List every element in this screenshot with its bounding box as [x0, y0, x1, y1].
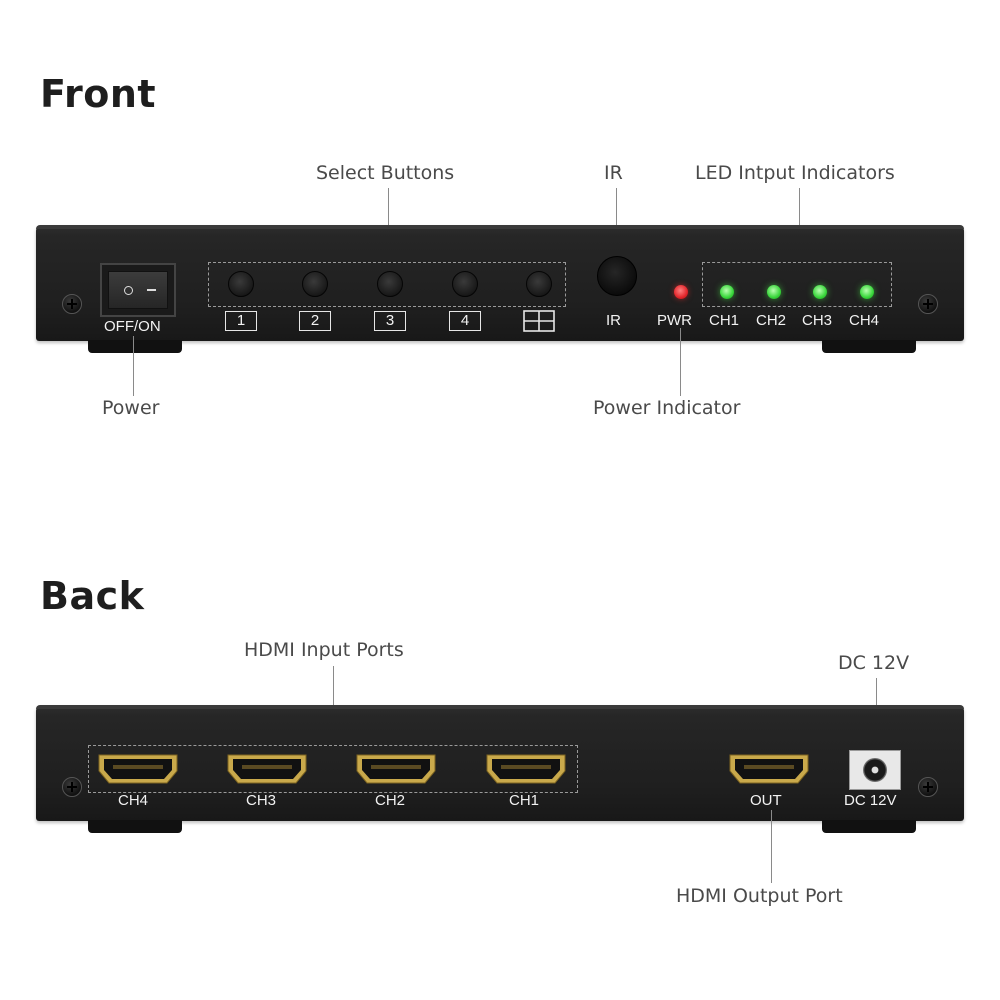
front-panel-top-edge — [36, 225, 964, 229]
hdmi-port-ch4-icon[interactable] — [97, 752, 179, 786]
select-button-4[interactable] — [452, 271, 478, 297]
on-symbol-icon — [147, 289, 156, 291]
select-button-2[interactable] — [302, 271, 328, 297]
dc-jack-hole-icon — [863, 758, 887, 782]
callout-hdmi-inputs: HDMI Input Ports — [244, 639, 404, 661]
back-foot-left — [88, 820, 182, 833]
callout-dc: DC 12V — [838, 652, 910, 674]
power-switch[interactable] — [100, 263, 176, 317]
input-label-ch3: CH3 — [246, 792, 277, 809]
select-button-3[interactable] — [377, 271, 403, 297]
input-label-ch4: CH4 — [118, 792, 149, 809]
button-label-4: 4 — [449, 311, 481, 331]
select-button-1[interactable] — [228, 271, 254, 297]
callout-line-power — [133, 336, 134, 396]
ch1-led — [720, 285, 734, 299]
switch-label: OFF/ON — [104, 318, 161, 335]
hdmi-port-ch1-icon[interactable] — [485, 752, 567, 786]
ch1-label: CH1 — [709, 312, 740, 329]
screw-icon — [62, 294, 82, 314]
ch4-led — [860, 285, 874, 299]
hdmi-port-out-icon[interactable] — [728, 752, 810, 786]
callout-line-ir — [616, 188, 617, 250]
ch2-led — [767, 285, 781, 299]
ir-sensor-window — [597, 256, 637, 296]
pwr-label: PWR — [657, 312, 692, 329]
screw-icon — [62, 777, 82, 797]
hdmi-port-ch2-icon[interactable] — [355, 752, 437, 786]
rocker-switch-paddle — [108, 271, 168, 309]
off-symbol-icon — [124, 286, 133, 295]
dc-power-jack[interactable] — [849, 750, 901, 790]
ch2-label: CH2 — [756, 312, 787, 329]
ir-label: IR — [606, 312, 621, 329]
dc-label: DC 12V — [844, 792, 897, 809]
back-foot-right — [822, 820, 916, 833]
front-title: Front — [40, 72, 157, 116]
input-label-ch2: CH2 — [375, 792, 406, 809]
button-label-3: 3 — [374, 311, 406, 331]
select-buttons-group — [208, 262, 566, 307]
back-panel-top-edge — [36, 705, 964, 709]
screw-icon — [918, 294, 938, 314]
led-indicators-group — [702, 262, 892, 307]
ch4-label: CH4 — [849, 312, 880, 329]
hdmi-port-ch3-icon[interactable] — [226, 752, 308, 786]
callout-ir: IR — [604, 162, 623, 184]
select-button-quad[interactable] — [526, 271, 552, 297]
hdmi-inputs-group — [88, 745, 578, 793]
callout-select-buttons: Select Buttons — [316, 162, 455, 184]
callout-line-hdmi-output — [771, 810, 772, 883]
callout-hdmi-output: HDMI Output Port — [676, 885, 843, 907]
front-panel — [36, 225, 964, 341]
front-foot-right — [822, 340, 916, 353]
quad-view-icon — [523, 310, 555, 332]
callout-power-indicator: Power Indicator — [593, 397, 741, 419]
callout-line-power-indicator — [680, 328, 681, 396]
screw-icon — [918, 777, 938, 797]
ch3-led — [813, 285, 827, 299]
button-label-1: 1 — [225, 311, 257, 331]
ch3-label: CH3 — [802, 312, 833, 329]
power-led — [674, 285, 688, 299]
input-label-ch1: CH1 — [509, 792, 540, 809]
button-label-2: 2 — [299, 311, 331, 331]
callout-power: Power — [102, 397, 160, 419]
callout-led-indicators: LED Intput Indicators — [695, 162, 895, 184]
output-label: OUT — [750, 792, 782, 809]
front-foot-left — [88, 340, 182, 353]
back-title: Back — [40, 574, 145, 618]
